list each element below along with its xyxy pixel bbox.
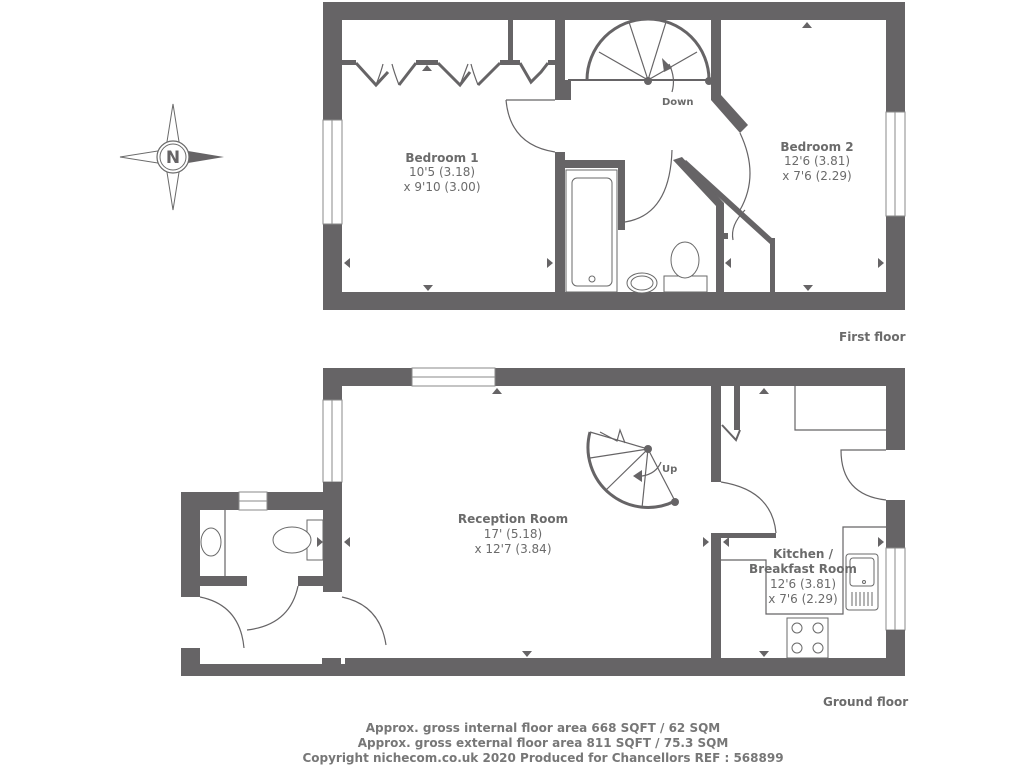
room-name: Bedroom 1 bbox=[405, 151, 478, 165]
room-name: Reception Room bbox=[458, 512, 568, 526]
ground-floor-plan: Up Reception Room 17' (5.18) x 12'7 (3.8… bbox=[181, 367, 908, 709]
room-dimension: x 7'6 (2.29) bbox=[768, 592, 837, 606]
compass-rose-icon: N bbox=[119, 103, 224, 211]
compass-letter: N bbox=[166, 148, 180, 168]
stairs-down-label: Down bbox=[662, 97, 694, 108]
room-name: Breakfast Room bbox=[749, 562, 857, 576]
internal-area-text: Approx. gross internal floor area 668 SQ… bbox=[366, 721, 720, 735]
floor-label: Ground floor bbox=[823, 695, 908, 709]
wash-basin bbox=[200, 527, 222, 557]
room-name: Kitchen / bbox=[773, 547, 834, 561]
copyright-text: Copyright nichecom.co.uk 2020 Produced f… bbox=[302, 751, 783, 765]
wall bbox=[323, 2, 905, 20]
external-area-text: Approx. gross external floor area 811 SQ… bbox=[358, 736, 729, 750]
wall bbox=[323, 292, 905, 310]
room-dimension: x 9'10 (3.00) bbox=[403, 180, 480, 194]
room-dimension: 17' (5.18) bbox=[484, 527, 542, 541]
room-dimension: 12'6 (3.81) bbox=[770, 577, 836, 591]
stairs-up-label: Up bbox=[662, 464, 677, 475]
hob bbox=[786, 617, 829, 659]
floor-label: First floor bbox=[839, 330, 906, 344]
room-dimension: 10'5 (3.18) bbox=[409, 165, 475, 179]
footer: Approx. gross internal floor area 668 SQ… bbox=[302, 721, 783, 765]
room-dimension: x 7'6 (2.29) bbox=[782, 169, 851, 183]
room-name: Bedroom 2 bbox=[780, 140, 853, 154]
first-floor-plan: Down Bedroom 1 10'5 (3.18) x 9'10 (3.00) bbox=[322, 2, 906, 344]
room-dimension: 12'6 (3.81) bbox=[784, 154, 850, 168]
room-dimension: x 12'7 (3.84) bbox=[474, 542, 551, 556]
